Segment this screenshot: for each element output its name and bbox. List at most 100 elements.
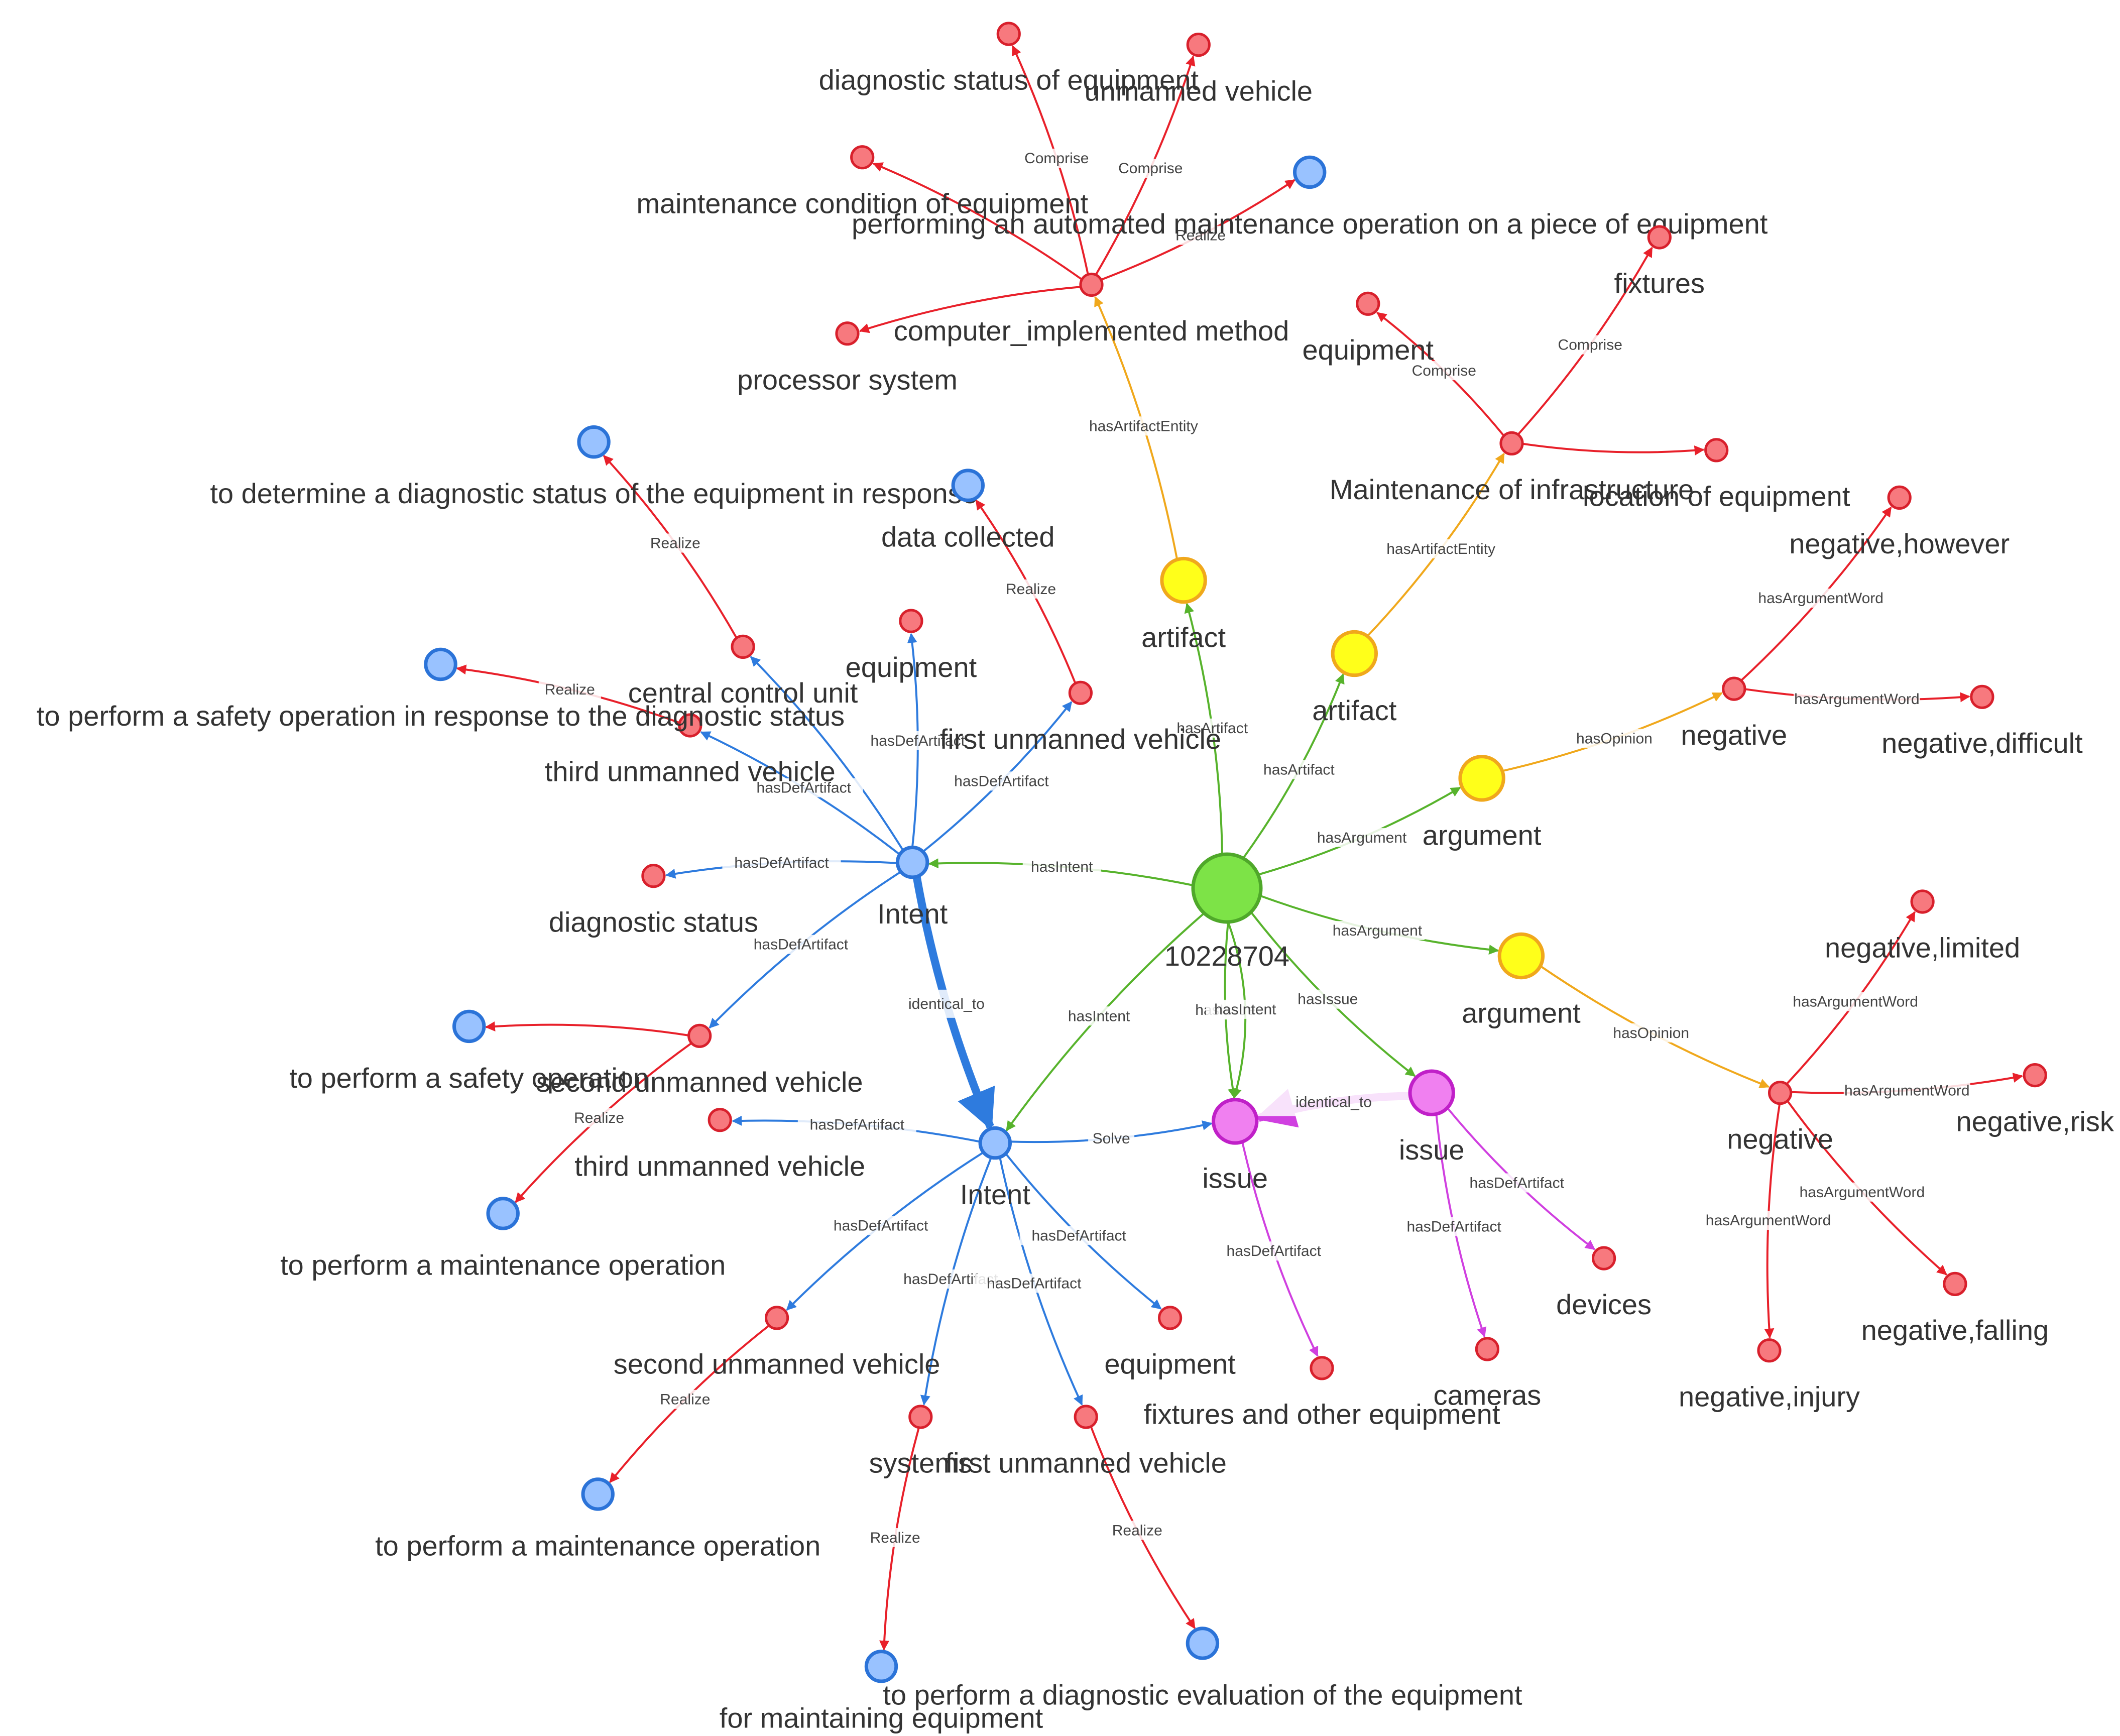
- node-circle[interactable]: [1158, 1306, 1183, 1330]
- node-circle[interactable]: [1475, 1337, 1499, 1361]
- node-negf[interactable]: negative,falling: [1861, 1271, 2049, 1346]
- node-circle[interactable]: [895, 846, 929, 879]
- node-circle[interactable]: [2023, 1063, 2047, 1088]
- node-art2[interactable]: artifact: [1312, 630, 1397, 726]
- node-root[interactable]: 10228704: [1164, 852, 1289, 972]
- node-circle[interactable]: [765, 1306, 789, 1330]
- node-circle[interactable]: [951, 469, 985, 502]
- node-circle[interactable]: [708, 1108, 732, 1132]
- node-circle[interactable]: [581, 1477, 615, 1511]
- node-circle[interactable]: [1212, 1098, 1259, 1145]
- node-circle[interactable]: [1331, 630, 1378, 677]
- node-arg2[interactable]: argument: [1462, 932, 1581, 1028]
- node-eq1[interactable]: equipment: [1303, 291, 1434, 366]
- node-circle[interactable]: [1497, 932, 1545, 980]
- node-negl[interactable]: negative,limited: [1825, 889, 2020, 964]
- node-sys[interactable]: systems: [869, 1405, 972, 1479]
- node-circle[interactable]: [1592, 1246, 1616, 1270]
- node-circle[interactable]: [1310, 1356, 1334, 1380]
- node-circle[interactable]: [1647, 225, 1672, 250]
- node-arg1[interactable]: argument: [1423, 755, 1542, 851]
- node-circle[interactable]: [678, 713, 702, 738]
- node-ds[interactable]: diagnostic status: [549, 864, 758, 938]
- node-uv[interactable]: unmanned vehicle: [1085, 33, 1313, 107]
- node-tuv1[interactable]: third unmanned vehicle: [545, 713, 836, 787]
- node-suv2[interactable]: second unmanned vehicle: [614, 1306, 940, 1380]
- node-circle[interactable]: [899, 609, 923, 633]
- node-mce[interactable]: maintenance condition of equipment: [636, 145, 1089, 219]
- node-circle[interactable]: [1408, 1069, 1455, 1116]
- node-circle[interactable]: [978, 1126, 1012, 1160]
- node-negi[interactable]: negative,injury: [1679, 1338, 1860, 1413]
- node-circle[interactable]: [1186, 33, 1211, 57]
- node-circle[interactable]: [850, 145, 875, 170]
- node-circle[interactable]: [864, 1650, 898, 1683]
- edge-label-bg: [858, 731, 977, 750]
- node-cim[interactable]: computer_implemented method: [894, 272, 1289, 346]
- node-negr[interactable]: negative,risk: [1956, 1063, 2114, 1137]
- node-circle[interactable]: [1704, 438, 1729, 462]
- node-circle[interactable]: [1722, 676, 1746, 701]
- node-eq2[interactable]: equipment: [846, 609, 977, 683]
- node-int1[interactable]: Intent: [877, 846, 948, 930]
- node-tdds[interactable]: to determine a diagnostic status of the …: [210, 425, 978, 510]
- edge-label-text: hasArtifactEntity: [1386, 541, 1495, 557]
- node-circle[interactable]: [1191, 852, 1263, 924]
- node-circle[interactable]: [1074, 1405, 1098, 1429]
- node-fuv1[interactable]: first unmanned vehicle: [940, 680, 1221, 755]
- node-neg1[interactable]: negative: [1681, 676, 1787, 751]
- node-circle[interactable]: [452, 1009, 486, 1044]
- node-tpso2[interactable]: to perform a safety operation: [289, 1009, 649, 1094]
- node-dev[interactable]: devices: [1556, 1246, 1652, 1320]
- node-circle[interactable]: [486, 1197, 520, 1230]
- node-circle[interactable]: [1079, 272, 1104, 297]
- node-cam[interactable]: cameras: [1434, 1337, 1542, 1411]
- node-tpde[interactable]: to perform a diagnostic evaluation of th…: [883, 1627, 1522, 1711]
- node-circle[interactable]: [835, 321, 860, 346]
- node-ps[interactable]: processor system: [737, 321, 958, 396]
- node-circle[interactable]: [1768, 1081, 1793, 1105]
- node-circle[interactable]: [1943, 1271, 1967, 1296]
- node-loe[interactable]: location of equipment: [1583, 438, 1850, 512]
- node-circle[interactable]: [687, 1023, 712, 1048]
- node-dse[interactable]: diagnostic status of equipment: [819, 22, 1199, 96]
- node-circle[interactable]: [1356, 291, 1380, 316]
- node-circle[interactable]: [577, 425, 611, 459]
- node-iss1[interactable]: issue: [1202, 1098, 1268, 1194]
- node-moi[interactable]: Maintenance of infrastructure: [1330, 431, 1694, 505]
- node-suv1[interactable]: second unmanned vehicle: [536, 1023, 863, 1098]
- node-fme[interactable]: for maintaining equipment: [720, 1650, 1043, 1734]
- node-circle[interactable]: [996, 22, 1021, 46]
- node-negd[interactable]: negative,difficult: [1881, 684, 2083, 759]
- node-circle[interactable]: [731, 634, 755, 659]
- node-circle[interactable]: [1293, 155, 1327, 189]
- node-circle[interactable]: [1910, 889, 1935, 914]
- node-int2[interactable]: Intent: [960, 1126, 1031, 1210]
- node-pamo[interactable]: performing an automated maintenance oper…: [852, 155, 1768, 240]
- node-circle[interactable]: [1068, 680, 1093, 705]
- node-circle[interactable]: [424, 647, 457, 681]
- node-circle[interactable]: [1970, 684, 1994, 709]
- node-fuv2[interactable]: first unmanned vehicle: [946, 1405, 1227, 1479]
- node-circle[interactable]: [1186, 1627, 1220, 1660]
- node-eq3[interactable]: equipment: [1104, 1306, 1236, 1380]
- node-neg2[interactable]: negative: [1727, 1081, 1833, 1155]
- node-ccu[interactable]: central control unit: [628, 634, 858, 709]
- node-circle[interactable]: [1458, 755, 1505, 802]
- node-tpmo2[interactable]: to perform a maintenance operation: [375, 1477, 820, 1562]
- node-circle[interactable]: [641, 864, 666, 888]
- node-iss2[interactable]: issue: [1399, 1069, 1465, 1166]
- node-art1[interactable]: artifact: [1141, 556, 1226, 653]
- node-tpso1[interactable]: to perform a safety operation in respons…: [37, 647, 845, 732]
- node-circle[interactable]: [1499, 431, 1524, 456]
- node-fixo[interactable]: fixtures and other equipment: [1144, 1356, 1500, 1430]
- node-negh[interactable]: negative,however: [1789, 485, 2010, 559]
- node-dc[interactable]: data collected: [881, 469, 1055, 553]
- node-circle[interactable]: [1757, 1338, 1782, 1363]
- node-tpmo1[interactable]: to perform a maintenance operation: [280, 1197, 726, 1281]
- node-fix[interactable]: fixtures: [1614, 225, 1705, 299]
- node-tuv2[interactable]: third unmanned vehicle: [574, 1108, 865, 1182]
- node-circle[interactable]: [1887, 485, 1912, 510]
- node-circle[interactable]: [908, 1405, 933, 1429]
- node-circle[interactable]: [1160, 556, 1207, 604]
